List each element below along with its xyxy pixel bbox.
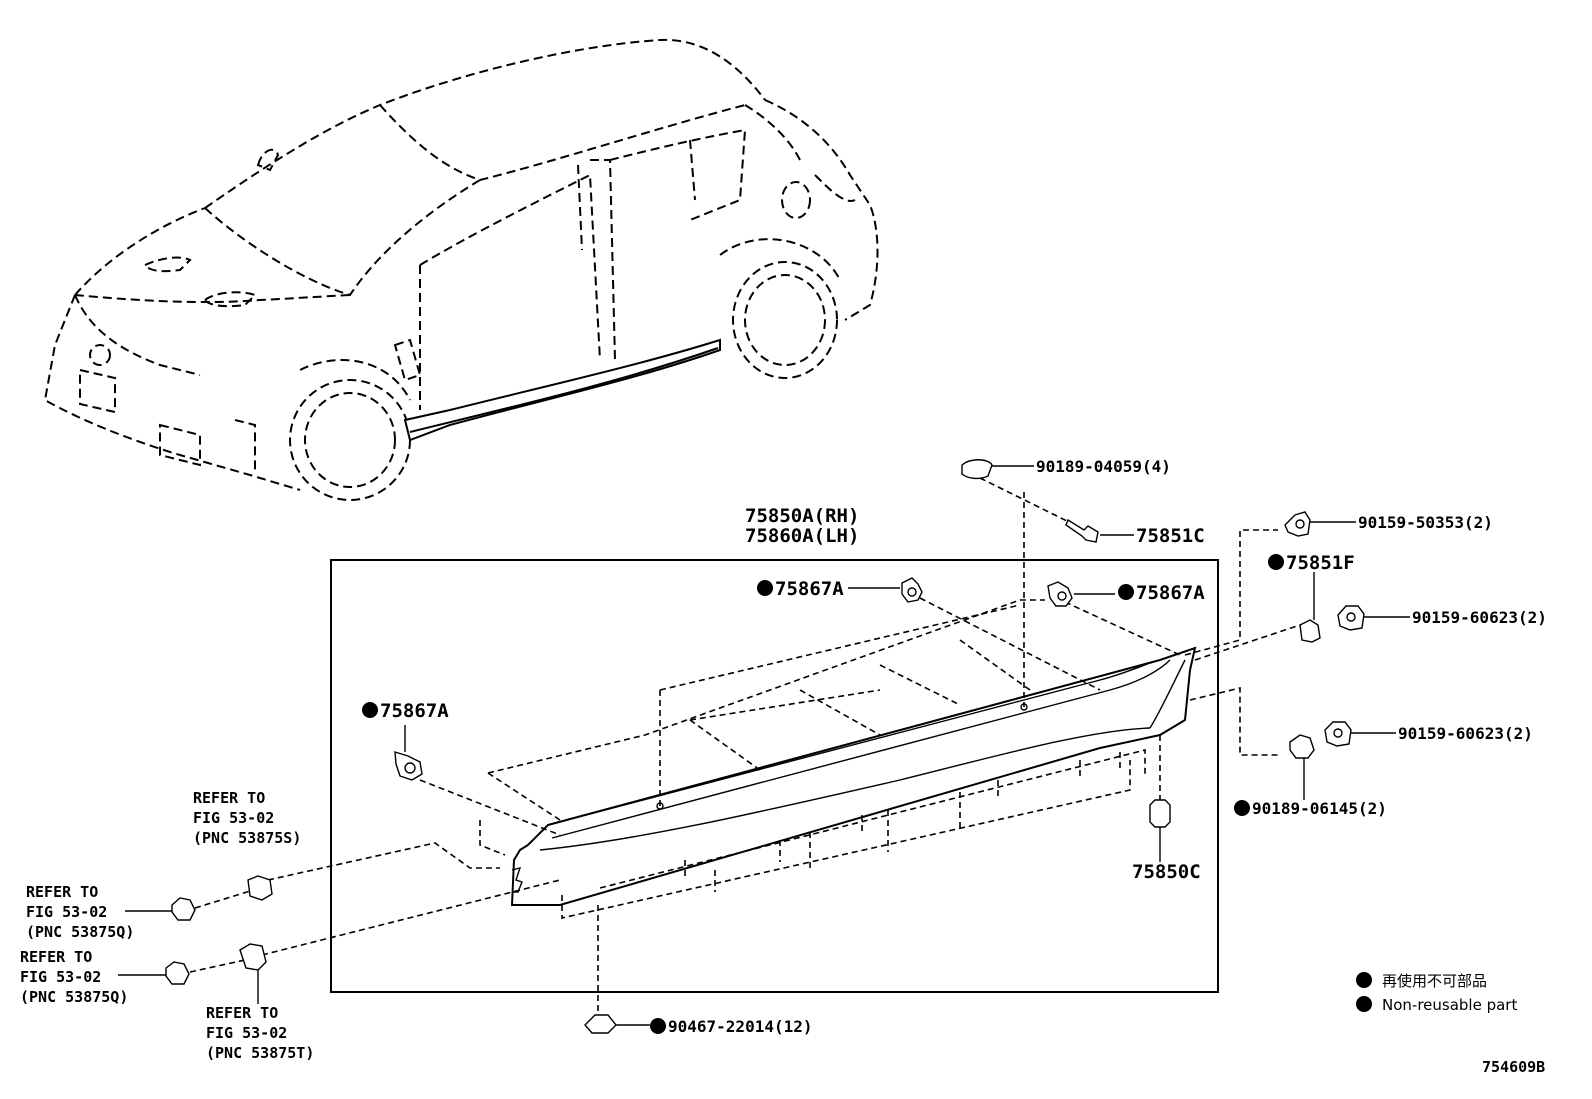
clip-icon (1289, 734, 1315, 759)
leader-lines (118, 465, 1410, 1026)
refer-line-1: REFER TO (206, 1004, 278, 1022)
assembly-label-rh: 75850A(RH) (745, 505, 859, 527)
clip-position-lines (189, 477, 1301, 1020)
refer-line-3: (PNC 53875Q) (20, 988, 128, 1006)
cap-icon (961, 459, 993, 480)
non-reusable-dot (1268, 554, 1284, 570)
clip-icon (584, 1014, 617, 1034)
clip-icon (1299, 619, 1321, 643)
bolt-icon (1284, 511, 1311, 537)
refer-line-2: FIG 53-02 (206, 1024, 287, 1042)
refer-line-2: FIG 53-02 (193, 809, 274, 827)
assembly-frame (330, 559, 1219, 993)
part-label-90467-22014: 90467-22014(12) (668, 1017, 813, 1036)
part-label-75851F: 75851F (1286, 552, 1355, 574)
part-label-90159-50353: 90159-50353(2) (1358, 513, 1493, 532)
non-reusable-dot (362, 702, 378, 718)
refer-labels: REFER TO FIG 53-02 (PNC 53875S) REFER TO… (20, 789, 314, 1062)
refer-line-1: REFER TO (20, 948, 92, 966)
non-reusable-dot (757, 580, 773, 596)
diagram-id: 754609B (1482, 1058, 1545, 1076)
clip-icon (1047, 581, 1073, 607)
non-reusable-dot (1118, 584, 1134, 600)
clip-icon (901, 577, 923, 603)
refer-line-1: REFER TO (193, 789, 265, 807)
non-reusable-dot (1234, 800, 1250, 816)
legend-jp: 再使用不可部品 (1382, 972, 1487, 990)
part-label-90159-60623: 90159-60623(2) (1412, 608, 1547, 627)
assembly-label-lh: 75860A(LH) (745, 525, 859, 547)
rocker-panel-moulding (510, 646, 1197, 906)
part-label-75851C: 75851C (1136, 525, 1205, 547)
clip-icon (1149, 799, 1171, 828)
clip-icon (247, 875, 273, 901)
refer-line-3: (PNC 53875Q) (26, 923, 134, 941)
bolt-icon (171, 897, 196, 921)
part-label-90189-04059: 90189-04059(4) (1036, 457, 1171, 476)
part-label-75867A: 75867A (380, 700, 449, 722)
refer-line-3: (PNC 53875T) (206, 1044, 314, 1062)
legend-dot (1356, 972, 1372, 988)
screw-icon (1065, 518, 1099, 543)
legend: 再使用不可部品 Non-reusable part (1356, 972, 1517, 1014)
bolt-icon (1324, 721, 1352, 747)
part-label-90189-06145: 90189-06145(2) (1252, 799, 1387, 818)
bolt-icon (1337, 605, 1365, 631)
part-label-75850C: 75850C (1132, 861, 1201, 883)
bolt-icon (165, 961, 190, 985)
refer-line-3: (PNC 53875S) (193, 829, 301, 847)
non-reusable-dot (650, 1018, 666, 1034)
vehicle-illustration (43, 38, 879, 501)
part-label-90159-60623: 90159-60623(2) (1398, 724, 1533, 743)
fastener-icons (165, 459, 1365, 1034)
refer-line-2: FIG 53-02 (26, 903, 107, 921)
part-label-75867A: 75867A (1136, 582, 1205, 604)
refer-line-2: FIG 53-02 (20, 968, 101, 986)
clip-icon (239, 943, 267, 971)
clip-icon (394, 751, 423, 781)
refer-line-1: REFER TO (26, 883, 98, 901)
part-label-75867A: 75867A (775, 578, 844, 600)
legend-dot (1356, 996, 1372, 1012)
legend-en: Non-reusable part (1382, 996, 1517, 1014)
part-labels: 90189-04059(4) 75851C 75850A(RH) 75860A(… (362, 457, 1547, 1036)
